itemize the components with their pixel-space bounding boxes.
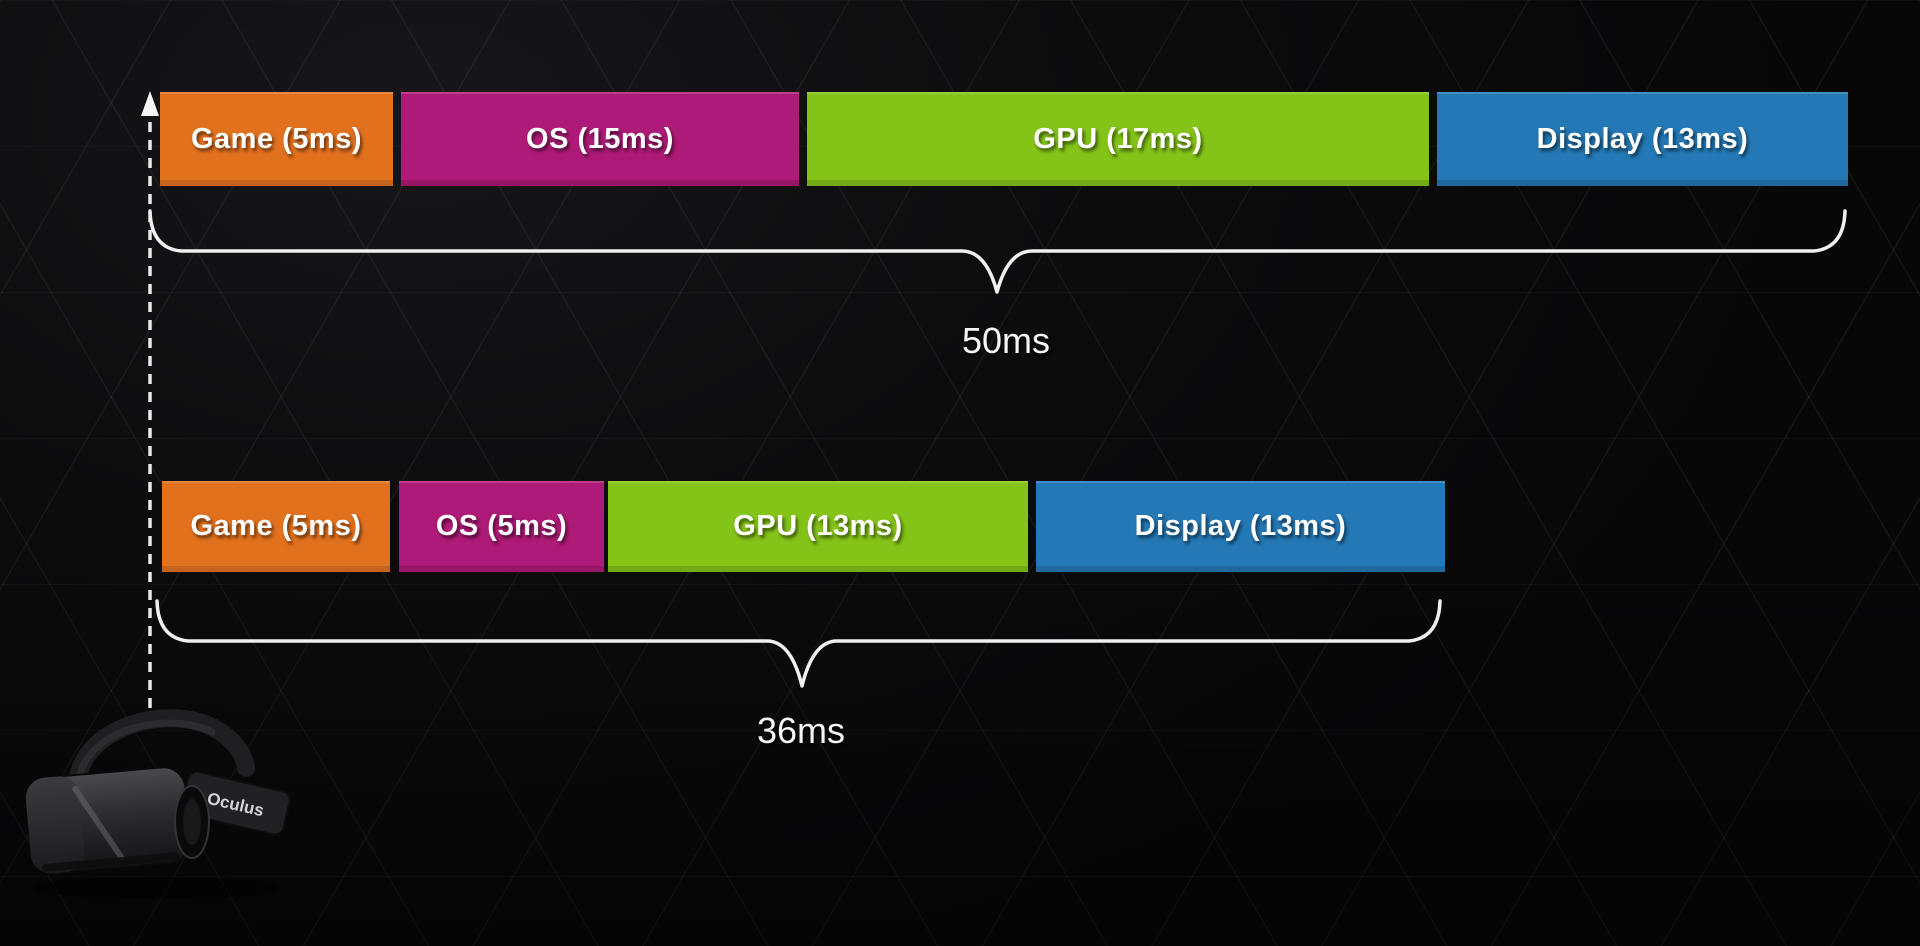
bar1-segment-game: Game (5ms) xyxy=(160,92,393,186)
bar2-segment-display: Display (13ms) xyxy=(1036,481,1445,572)
segment-label: Game (5ms) xyxy=(190,122,362,155)
segment-label: OS (15ms) xyxy=(526,122,674,155)
bar1-segment-os: OS (15ms) xyxy=(401,92,799,186)
headset-reflection xyxy=(72,786,125,861)
total-latency-label-top: 50ms xyxy=(961,320,1051,361)
headset-body xyxy=(24,766,192,875)
headset-shadow xyxy=(34,877,278,899)
segment-label: GPU (17ms) xyxy=(1033,122,1203,155)
bar1-segment-gpu: GPU (17ms) xyxy=(807,92,1429,186)
headset-lens-inner xyxy=(183,799,201,845)
segment-label: Display (13ms) xyxy=(1536,122,1749,155)
headset-strap-highlight xyxy=(76,719,216,780)
segment-label: OS (5ms) xyxy=(435,510,568,542)
latency-bar-50ms: Game (5ms) OS (15ms) GPU (17ms) Display (13… xyxy=(0,92,1920,186)
bar1-segment-display: Display (13ms) xyxy=(1437,92,1848,186)
bar2-segment-game: Game (5ms) xyxy=(162,481,390,572)
bar2-segment-gpu: GPU (13ms) xyxy=(608,481,1028,572)
segment-label: GPU (13ms) xyxy=(733,510,903,542)
segment-label: Game (5ms) xyxy=(190,510,362,542)
segment-label: Display (13ms) xyxy=(1134,510,1347,542)
bar2-segment-os: OS (5ms) xyxy=(399,481,604,572)
oculus-headset-image: Oculus xyxy=(24,709,291,899)
latency-bar-36ms: Game (5ms) OS (5ms) GPU (13ms) Display (13m… xyxy=(0,481,1920,572)
total-latency-label-bottom: 36ms xyxy=(756,710,846,751)
